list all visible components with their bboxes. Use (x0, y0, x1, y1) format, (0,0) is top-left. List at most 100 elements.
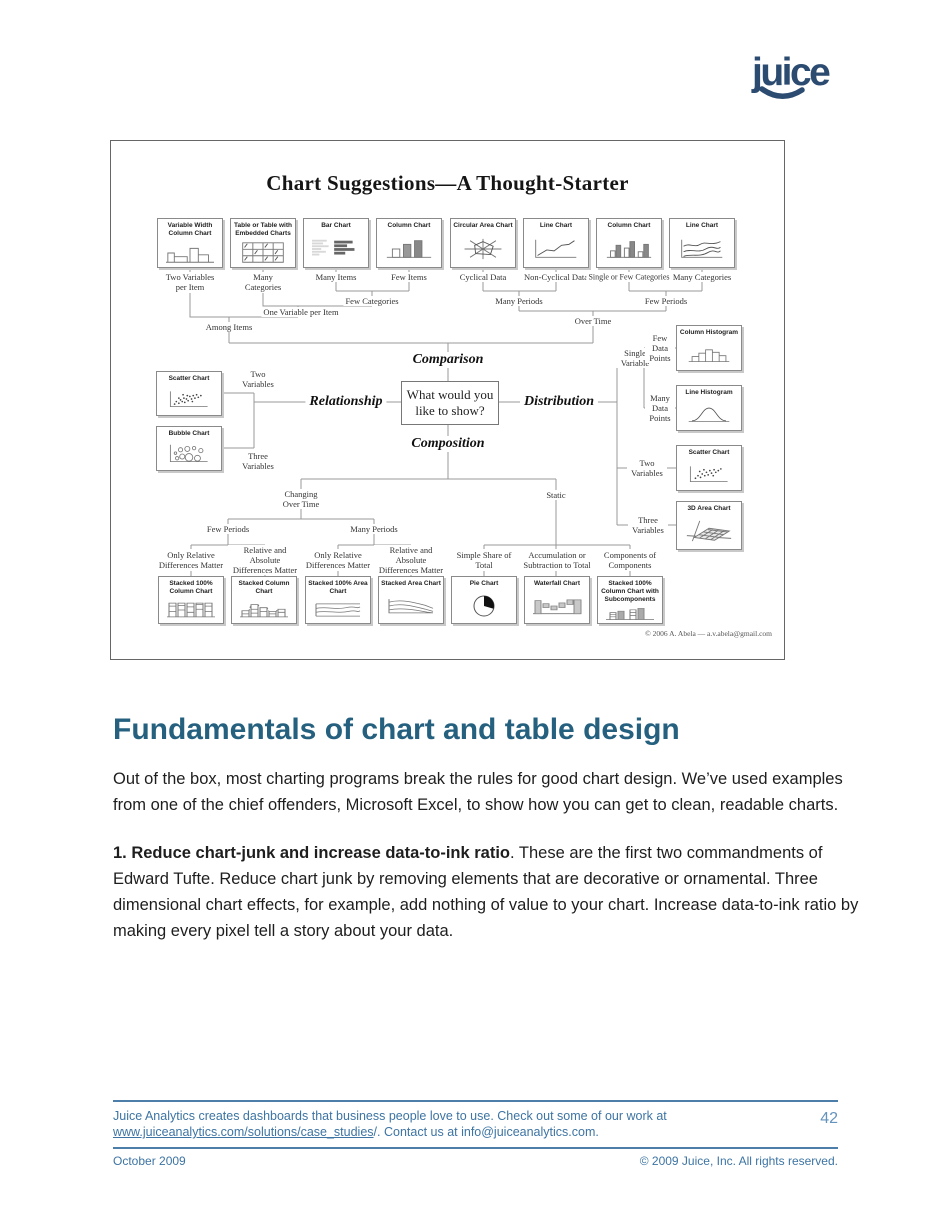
stacked-100-subcomponents-icon (606, 607, 654, 620)
condition-label-two-variables-right: Two Variables (627, 457, 667, 479)
chart-box-column-chart-2: Column Chart (596, 218, 662, 268)
condition-label: Many Categories (236, 271, 290, 293)
stacked-100-area-chart-icon (315, 603, 361, 617)
chart-box-title: Line Chart (685, 222, 719, 229)
connector-label-few-periods-2: Few Periods (204, 523, 252, 535)
center-question-box: What would you like to show? (401, 381, 499, 425)
chart-box-line-chart-2: Line Chart (669, 218, 735, 268)
condition-label-single-variable: Single Variable (616, 347, 654, 369)
connector-label-few-periods: Few Periods (642, 295, 690, 307)
column-histogram-icon (688, 348, 730, 362)
juice-logo-graphic: juice (751, 51, 833, 99)
condition-label-two-variables: Two Variables (238, 368, 278, 390)
paragraph-rule-1: 1. Reduce chart-junk and increase data-t… (113, 840, 861, 944)
leaf-condition-label: Relative and Absolute Differences Matter (228, 544, 302, 576)
chart-box-title: Line Histogram (685, 389, 733, 396)
chart-box-title: Circular Area Chart (453, 222, 513, 229)
connector-label-changing-over-time: Changing Over Time (273, 488, 329, 510)
condition-label: Cyclical Data (457, 271, 509, 283)
chart-box-waterfall: Waterfall Chart (524, 576, 590, 624)
line-histogram-icon (688, 407, 730, 422)
juice-logo-smile (759, 86, 805, 99)
chart-box-title: Scatter Chart (168, 375, 210, 382)
waterfall-chart-icon (533, 599, 582, 614)
paragraph-intro: Out of the box, most charting programs b… (113, 770, 843, 814)
chart-box-line-histogram: Line Histogram (676, 385, 742, 431)
leaf-condition-label: Only Relative Differences Matter (154, 549, 228, 571)
leaf-condition-label: Simple Share of Total (447, 549, 521, 571)
branch-label-composition: Composition (407, 436, 489, 452)
footer-blurb-after-link: /. Contact us at info@juiceanalytics.com… (373, 1125, 599, 1139)
pie-chart-icon (473, 595, 495, 617)
chart-box-title: Column Chart (607, 222, 651, 229)
condition-label: Single or Few Categories (586, 272, 672, 282)
chart-box-3d-area: 3D Area Chart (676, 501, 742, 550)
chart-box-title: Column Chart (387, 222, 431, 229)
chart-box-bubble: Bubble Chart (156, 426, 222, 471)
bar-chart-icon (312, 239, 355, 256)
condition-label-few-data-points: Few Data Points (645, 332, 675, 364)
line-chart-multi-icon (681, 239, 723, 258)
chart-box-title: Variable Width Column Chart (167, 222, 213, 238)
scatter-chart-icon (169, 391, 208, 408)
connector-label-static: Static (544, 489, 568, 501)
page-footer: Juice Analytics creates dashboards that … (113, 1100, 838, 1168)
area-3d-chart-icon (686, 520, 732, 542)
branch-label-distribution: Distribution (519, 394, 599, 410)
chart-box-pie: Pie Chart (451, 576, 517, 624)
chart-box-line-chart: Line Chart (523, 218, 589, 268)
chart-box-title: Bar Chart (321, 222, 351, 229)
leaf-condition-label: Only Relative Differences Matter (301, 549, 375, 571)
variable-width-column-chart-icon (166, 247, 214, 263)
branch-label-comparison: Comparison (408, 352, 488, 368)
chart-box-variable-width-column: Variable Width Column Chart (157, 218, 223, 268)
case-studies-link[interactable]: www.juiceanalytics.com/solutions/case_st… (113, 1125, 374, 1139)
footer-copyright: © 2009 Juice, Inc. All rights reserved. (639, 1154, 838, 1168)
connector-label-many-periods-2: Many Periods (348, 523, 400, 535)
leaf-condition-label: Relative and Absolute Differences Matter (374, 544, 448, 576)
paragraph-rule-1-body: . These are the first two commandments o… (113, 844, 859, 940)
chart-box-title: Stacked 100% Column Chart with Subcompon… (601, 580, 659, 604)
condition-label-many-data-points: Many Data Points (645, 392, 675, 424)
bubble-chart-icon (169, 444, 208, 463)
chart-box-stacked-100-area: Stacked 100% Area Chart (305, 576, 371, 624)
chart-box-title: Stacked Area Chart (381, 580, 441, 587)
condition-label: Non-Cyclical Data (522, 271, 590, 283)
chart-box-title: Stacked Column Chart (238, 580, 290, 596)
chart-box-table-embedded: Table or Table with Embedded Charts (230, 218, 296, 268)
chart-box-title: Scatter Chart (688, 449, 730, 456)
connector-label-many-periods: Many Periods (493, 295, 545, 307)
chart-box-title: Table or Table with Embedded Charts (234, 222, 292, 238)
page-number: 42 (820, 1110, 838, 1127)
diagram-credit: © 2006 A. Abela — a.v.abela@gmail.com (645, 629, 772, 638)
condition-label: Two Variables per Item (160, 271, 220, 293)
column-chart-2-icon (606, 240, 652, 258)
paragraph-rule-1-lead: 1. Reduce chart-junk and increase data-t… (113, 844, 511, 862)
juice-logo-text: juice (751, 51, 830, 94)
footer-date: October 2009 (113, 1154, 186, 1168)
article: Fundamentals of chart and table design O… (113, 712, 861, 966)
connector-label-few-categories: Few Categories (343, 295, 401, 307)
circular-area-chart-icon (464, 238, 502, 259)
footer-rule-bottom (113, 1147, 838, 1149)
chart-box-title: Bubble Chart (168, 430, 210, 437)
stacked-column-chart-icon (240, 603, 288, 617)
chart-box-stacked-column: Stacked Column Chart (231, 576, 297, 624)
connector-label-over-time: Over Time (572, 315, 614, 327)
column-chart-icon (386, 239, 432, 258)
stacked-100-column-chart-icon (167, 602, 215, 617)
juice-logo: juice (750, 48, 846, 106)
chart-box-title: 3D Area Chart (687, 505, 731, 512)
chart-box-title: Waterfall Chart (534, 580, 580, 587)
connector-label-among-items: Among Items (203, 321, 255, 333)
chart-box-title: Line Chart (539, 222, 573, 229)
footer-blurb: Juice Analytics creates dashboards that … (113, 1108, 753, 1140)
chart-box-title: Stacked 100% Column Chart (169, 580, 213, 596)
condition-label-three-variables-right: Three Variables (628, 514, 668, 536)
chart-chooser-diagram: Chart Suggestions—A Thought-Starter Vari… (110, 140, 785, 660)
condition-label: Many Categories (670, 271, 734, 283)
chart-box-title: Pie Chart (469, 580, 499, 587)
leaf-condition-label: Components of Components (593, 549, 667, 571)
leaf-condition-label: Accumulation or Subtraction to Total (520, 549, 594, 571)
scatter-chart-icon (689, 465, 728, 482)
